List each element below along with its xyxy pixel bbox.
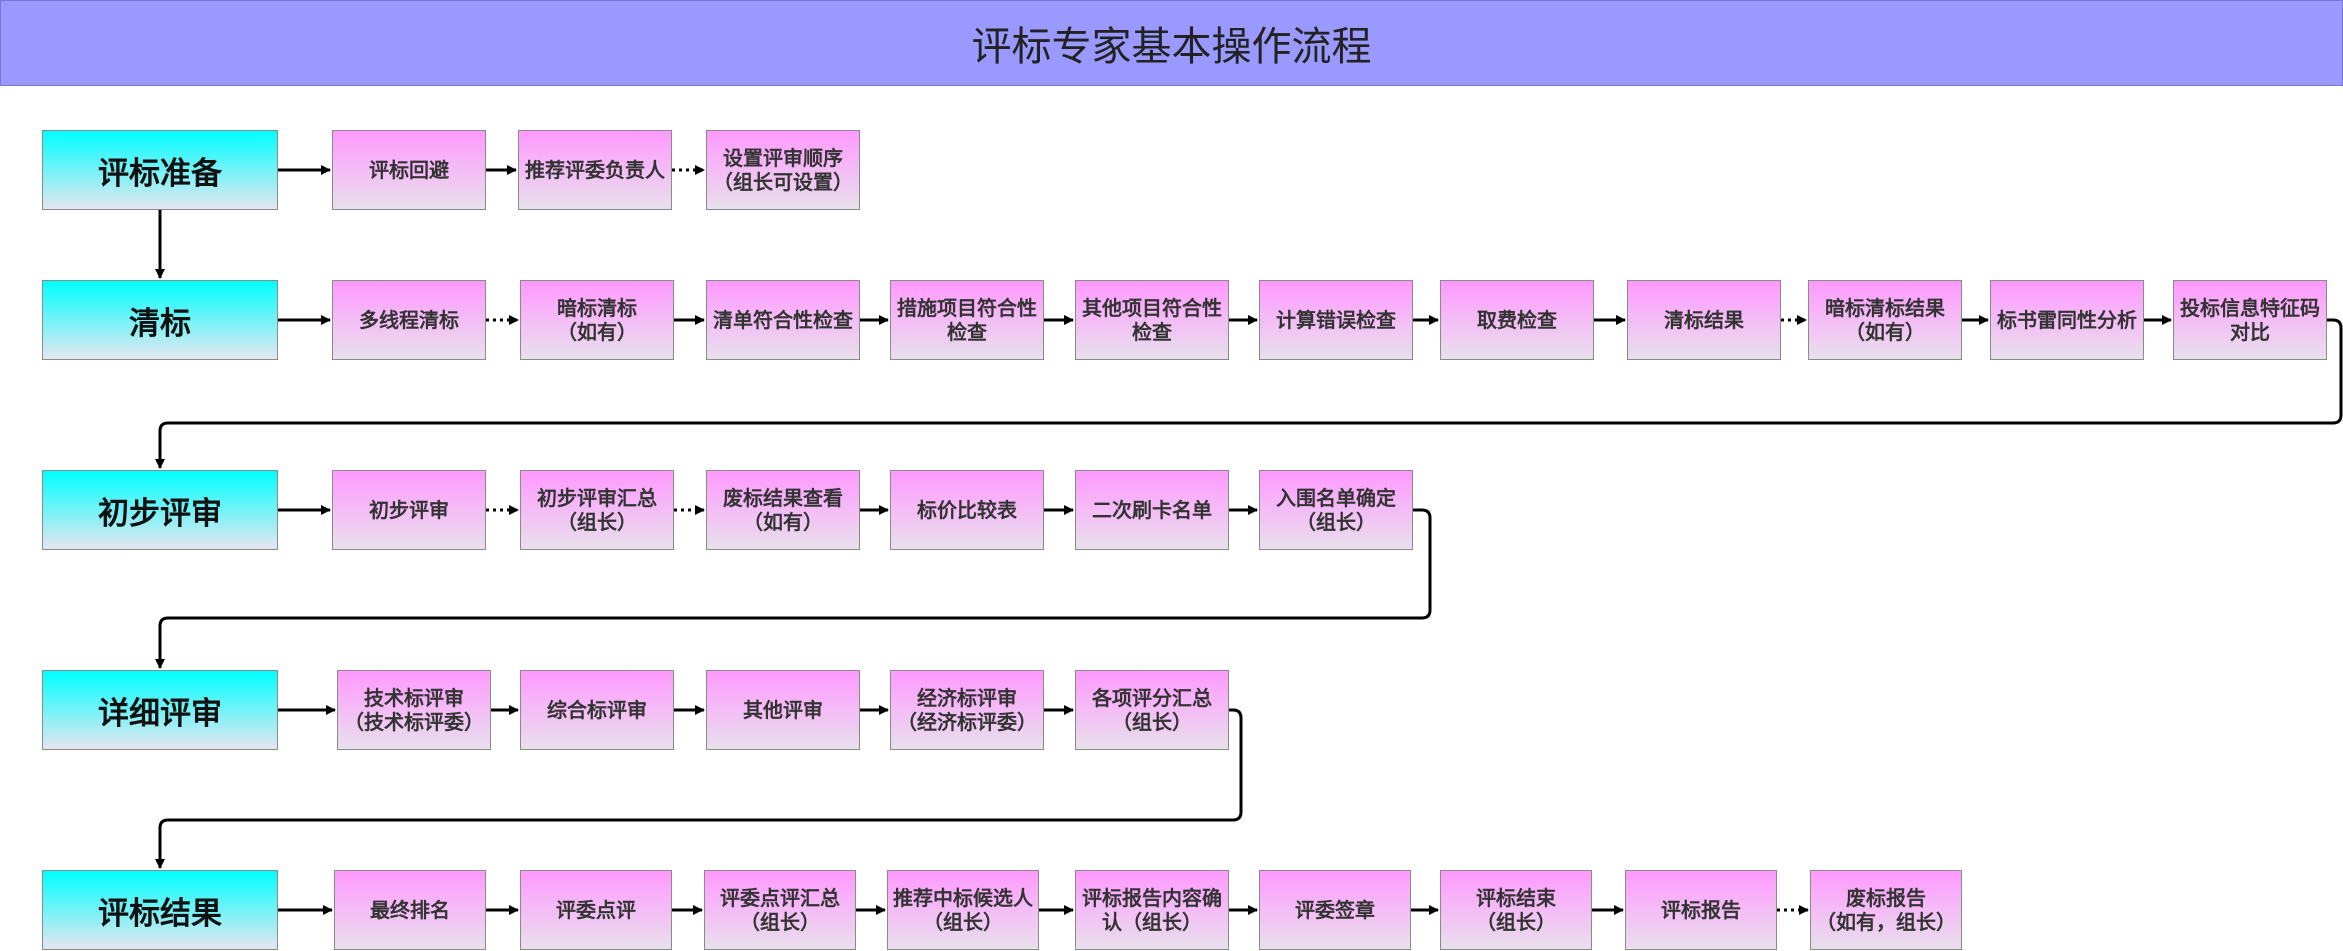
- step-box: 评标结束 （组长）: [1440, 870, 1592, 950]
- stage-box-result: 评标结果: [42, 870, 278, 950]
- flow-wrap-arrow: [155, 508, 1432, 669]
- stage-label: 评标准备: [98, 155, 222, 192]
- step-box: 各项评分汇总 （组长）: [1075, 670, 1229, 750]
- stage-box-detailed: 详细评审: [42, 670, 278, 750]
- step-box: 暗标清标结果 （如有）: [1808, 280, 1962, 360]
- step-box: 废标报告 （如有，组长）: [1810, 870, 1962, 950]
- step-label: 推荐评委负责人: [525, 158, 665, 182]
- step-label: 暗标清标结果 （如有）: [1825, 296, 1945, 344]
- step-box: 初步评审汇总 （组长）: [520, 470, 674, 550]
- step-box: 清标结果: [1627, 280, 1781, 360]
- step-box: 评标报告: [1625, 870, 1777, 950]
- stage-label: 详细评审: [98, 695, 222, 732]
- step-label: 标书雷同性分析: [1997, 308, 2137, 332]
- step-label: 废标结果查看 （如有）: [723, 486, 843, 534]
- step-label: 评标报告内容确 认（组长）: [1082, 886, 1222, 934]
- step-box: 计算错误检查: [1259, 280, 1413, 360]
- step-box: 评委点评: [520, 870, 672, 950]
- step-box: 清单符合性检查: [706, 280, 860, 360]
- step-label: 清标结果: [1664, 308, 1744, 332]
- step-label: 推荐中标候选人 （组长）: [893, 886, 1033, 934]
- step-label: 取费检查: [1477, 308, 1557, 332]
- step-box: 评标回避: [332, 130, 486, 210]
- step-label: 暗标清标 （如有）: [557, 296, 637, 344]
- step-label: 初步评审: [369, 498, 449, 522]
- step-box: 经济标评审 （经济标评委）: [890, 670, 1044, 750]
- step-label: 清单符合性检查: [713, 308, 853, 332]
- step-box: 二次刷卡名单: [1075, 470, 1229, 550]
- step-box: 评标报告内容确 认（组长）: [1075, 870, 1229, 950]
- step-box: 评委点评汇总 （组长）: [704, 870, 856, 950]
- step-box: 多线程清标: [332, 280, 486, 360]
- step-box: 废标结果查看 （如有）: [706, 470, 860, 550]
- step-box: 其他项目符合性 检查: [1075, 280, 1229, 360]
- step-label: 经济标评审 （经济标评委）: [897, 686, 1037, 734]
- step-label: 其他评审: [743, 698, 823, 722]
- step-box: 综合标评审: [520, 670, 674, 750]
- step-box: 最终排名: [334, 870, 486, 950]
- step-label: 计算错误检查: [1276, 308, 1396, 332]
- step-label: 其他项目符合性 检查: [1082, 296, 1222, 344]
- step-box: 措施项目符合性 检查: [890, 280, 1044, 360]
- step-box: 评委签章: [1259, 870, 1411, 950]
- step-label: 废标报告 （如有，组长）: [1816, 886, 1956, 934]
- step-box: 初步评审: [332, 470, 486, 550]
- step-label: 最终排名: [370, 898, 450, 922]
- step-box: 推荐评委负责人: [518, 130, 672, 210]
- step-label: 技术标评审 （技术标评委）: [344, 686, 484, 734]
- diagram-title-bar: 评标专家基本操作流程: [0, 0, 2343, 86]
- step-box: 投标信息特征码 对比: [2173, 280, 2327, 360]
- step-label: 评委签章: [1295, 898, 1375, 922]
- step-box: 入围名单确定 （组长）: [1259, 470, 1413, 550]
- step-box: 推荐中标候选人 （组长）: [887, 870, 1039, 950]
- stage-box-prepare: 评标准备: [42, 130, 278, 210]
- step-label: 措施项目符合性 检查: [897, 296, 1037, 344]
- step-label: 评标回避: [369, 158, 449, 182]
- stage-label: 评标结果: [98, 895, 222, 932]
- step-box: 取费检查: [1440, 280, 1594, 360]
- step-label: 评标结束 （组长）: [1476, 886, 1556, 934]
- step-label: 评标报告: [1661, 898, 1741, 922]
- step-label: 设置评审顺序 （组长可设置）: [713, 146, 853, 194]
- step-label: 综合标评审: [547, 698, 647, 722]
- step-box: 其他评审: [706, 670, 860, 750]
- step-label: 入围名单确定 （组长）: [1276, 486, 1396, 534]
- step-box: 标书雷同性分析: [1990, 280, 2144, 360]
- step-box: 技术标评审 （技术标评委）: [337, 670, 491, 750]
- step-box: 标价比较表: [890, 470, 1044, 550]
- stage-label: 清标: [129, 305, 191, 342]
- flow-wrap-arrow: [155, 318, 2343, 469]
- step-label: 评委点评汇总 （组长）: [720, 886, 840, 934]
- step-box: 暗标清标 （如有）: [520, 280, 674, 360]
- step-label: 初步评审汇总 （组长）: [537, 486, 657, 534]
- step-label: 各项评分汇总 （组长）: [1092, 686, 1212, 734]
- flow-wrap-arrow: [155, 708, 1243, 869]
- step-label: 投标信息特征码 对比: [2180, 296, 2320, 344]
- step-label: 标价比较表: [917, 498, 1017, 522]
- diagram-title: 评标专家基本操作流程: [971, 24, 1372, 70]
- stage-box-clear: 清标: [42, 280, 278, 360]
- step-box: 设置评审顺序 （组长可设置）: [706, 130, 860, 210]
- step-label: 二次刷卡名单: [1092, 498, 1212, 522]
- step-label: 评委点评: [556, 898, 636, 922]
- stage-label: 初步评审: [98, 495, 222, 532]
- step-label: 多线程清标: [359, 308, 459, 332]
- stage-box-preliminary: 初步评审: [42, 470, 278, 550]
